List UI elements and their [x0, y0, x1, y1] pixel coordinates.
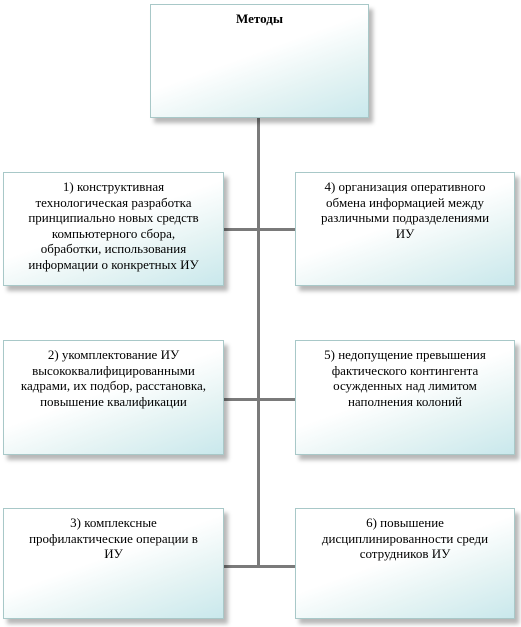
method-node-3-label: 3) комплексные профилактические операции… — [29, 515, 198, 561]
method-node-2-label: 2) укомплектование ИУ высококвалифициров… — [20, 347, 207, 409]
method-node-1-label: 1) конструктивная технологическая разраб… — [28, 179, 199, 272]
branch-connector-6 — [257, 565, 295, 568]
trunk-connector — [257, 118, 260, 568]
branch-connector-4 — [257, 228, 295, 231]
method-node-5: 5) недопущение превышения фактического к… — [295, 340, 515, 455]
method-node-4-label: 4) организация оперативного обмена инфор… — [320, 179, 490, 241]
branch-connector-5 — [257, 398, 295, 401]
branch-connector-1 — [224, 228, 260, 231]
method-node-2: 2) укомплектование ИУ высококвалифициров… — [3, 340, 224, 455]
method-node-6-label: 6) повышение дисциплинированности среди … — [321, 515, 489, 561]
method-node-6: 6) повышение дисциплинированности среди … — [295, 508, 515, 619]
method-node-1: 1) конструктивная технологическая разраб… — [3, 172, 224, 286]
branch-connector-3 — [224, 565, 260, 568]
method-node-4: 4) организация оперативного обмена инфор… — [295, 172, 515, 286]
method-node-5-label: 5) недопущение превышения фактического к… — [324, 347, 486, 409]
branch-connector-2 — [224, 398, 260, 401]
root-node-label: Методы — [236, 11, 283, 26]
root-node: Методы — [150, 4, 369, 118]
method-node-3: 3) комплексные профилактические операции… — [3, 508, 224, 619]
